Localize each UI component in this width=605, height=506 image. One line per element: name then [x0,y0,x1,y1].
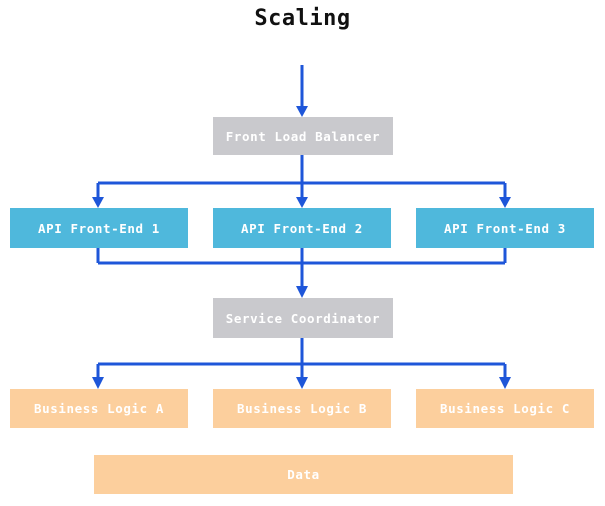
node-business-logic-a: Business Logic A [10,389,188,428]
connector-line [96,338,507,378]
connector-api-to-coordinator [96,248,507,298]
node-front-load-balancer: Front Load Balancer [213,117,393,155]
node-api-front-end-2: API Front-End 2 [213,208,391,248]
node-data: Data [94,455,513,494]
node-label: Business Logic A [33,401,164,416]
arrowhead-icon [296,286,308,298]
arrowhead-icon [499,377,511,389]
node-label: Front Load Balancer [225,128,381,144]
node-api-front-end-3: API Front-End 3 [416,208,594,248]
connector-top-to-load-balancer [296,65,308,117]
diagram-title: Scaling [254,6,351,31]
node-label: Data [287,467,320,482]
node-label: Business Logic B [236,401,367,416]
connector-line [96,248,507,287]
arrowhead-icon [296,377,308,389]
arrowhead-icon [296,106,308,117]
arrowhead-icon [92,197,104,208]
node-label: API Front-End 3 [444,220,566,236]
node-label: Business Logic C [439,401,570,416]
node-service-coordinator: Service Coordinator [213,298,393,338]
connector-coordinator-to-logic [92,338,511,389]
arrowhead-icon [296,197,308,208]
arrowhead-icon [499,197,511,208]
node-api-front-end-1: API Front-End 1 [10,208,188,248]
node-label: API Front-End 1 [38,220,160,236]
node-business-logic-c: Business Logic C [416,389,594,428]
node-business-logic-b: Business Logic B [213,389,391,428]
connector-load-balancer-to-api [92,155,511,208]
node-label: API Front-End 2 [241,220,363,236]
arrowhead-icon [92,377,104,389]
node-label: Service Coordinator [225,310,381,326]
connector-line [96,155,507,198]
